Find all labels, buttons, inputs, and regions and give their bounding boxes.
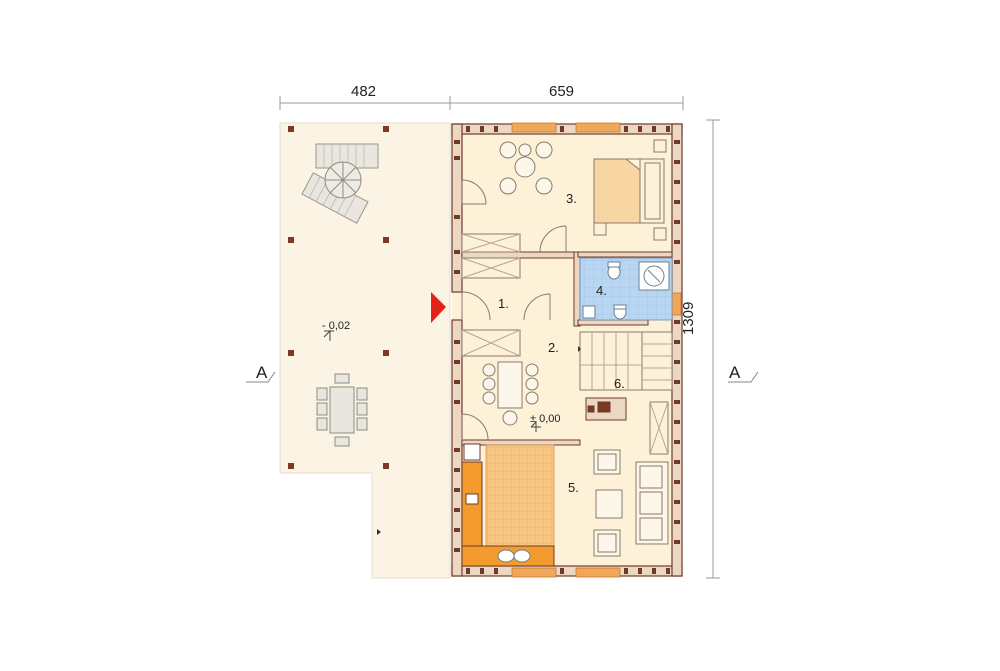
terrace-posts bbox=[288, 126, 389, 469]
room-label-bedroom: 3. bbox=[566, 191, 577, 206]
hall-dining-set bbox=[482, 361, 539, 426]
doors bbox=[461, 179, 567, 441]
level-terrace: - 0,02 bbox=[322, 320, 351, 332]
section-mark-left: A bbox=[256, 363, 268, 382]
stairs-direction-arrow bbox=[578, 346, 581, 352]
entrance-arrow-icon bbox=[431, 292, 446, 323]
terrace-level-marker bbox=[323, 329, 334, 341]
section-mark-right: A bbox=[729, 363, 741, 382]
terrace bbox=[279, 122, 451, 579]
windows bbox=[511, 122, 682, 578]
entry-closets bbox=[461, 233, 521, 357]
room-label-stairs: 6. bbox=[614, 376, 625, 391]
dimension-width-left: 482 bbox=[351, 83, 377, 100]
bedroom-table-set bbox=[499, 141, 553, 195]
stairs bbox=[579, 331, 673, 391]
bedroom-furniture bbox=[593, 139, 667, 241]
living-room-shelves bbox=[649, 401, 669, 455]
interior-level-marker bbox=[530, 420, 541, 432]
dimension-width-right: 659 bbox=[549, 83, 575, 100]
section-markers bbox=[246, 371, 759, 383]
terrace-umbrella bbox=[324, 161, 362, 199]
bathroom-fixtures bbox=[582, 261, 670, 320]
dimension-lines bbox=[279, 96, 720, 579]
living-room-furniture bbox=[593, 449, 669, 557]
side-step-arrow bbox=[377, 529, 381, 535]
kitchen-sink bbox=[497, 549, 531, 563]
fireplace bbox=[585, 397, 627, 421]
wall-studs bbox=[454, 126, 680, 574]
room-label-bathroom: 4. bbox=[596, 283, 607, 298]
terrace-dining-set bbox=[316, 373, 368, 447]
room-label-entry: 1. bbox=[498, 296, 509, 311]
room-label-living: 5. bbox=[568, 480, 579, 495]
level-interior: ± 0,00 bbox=[530, 413, 561, 425]
room-label-hall: 2. bbox=[548, 340, 559, 355]
dimension-depth: 1309 bbox=[680, 301, 697, 335]
